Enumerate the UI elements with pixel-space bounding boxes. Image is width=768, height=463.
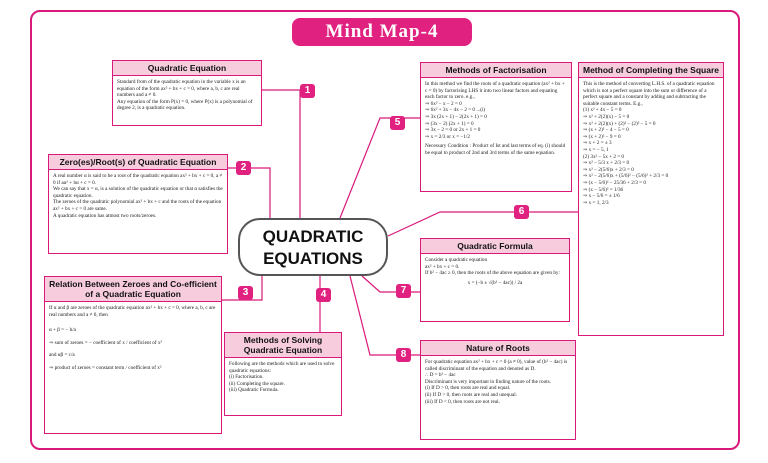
badge-number-3: 3 (238, 286, 253, 300)
box-zeroes-roots: Zero(es)/Root(s) of Quadratic Equation A… (48, 154, 228, 254)
link-3 (222, 276, 263, 301)
link-5 (339, 117, 420, 219)
link-6 (387, 211, 578, 237)
box-heading: Relation Between Zeroes and Co-efficient… (45, 277, 221, 302)
badge-number-6: 6 (514, 205, 529, 219)
mind-map-title: Mind Map-4 (292, 18, 472, 46)
necessary-condition-note: Necessary Condition : Product of Ist and… (425, 143, 566, 156)
box-body: A real number α is said to be a root of … (53, 173, 223, 219)
box-body: In this method we find the roots of a qu… (425, 81, 565, 140)
quadratic-formula-equation: x = (−b ± √(b² − 4ac)) / 2a (467, 279, 523, 286)
central-topic-line1: QUADRATIC (262, 227, 364, 246)
box-body: Consider a quadratic equation ax² + bx +… (425, 257, 560, 277)
box-body: For quadratic equation ax² + bx + c = 0 … (425, 359, 568, 405)
central-topic-line2: EQUATIONS (263, 249, 363, 268)
link-7 (361, 275, 420, 293)
box-heading: Nature of Roots (421, 341, 575, 356)
box-relation-zeroes-coefficients: Relation Between Zeroes and Co-efficient… (44, 276, 222, 434)
badge-number-4: 4 (316, 288, 331, 302)
box-heading: Method of Completing the Square (579, 63, 723, 78)
box-body: Following are the methods which are used… (229, 361, 335, 394)
box-completing-the-square: Method of Completing the Square This is … (578, 62, 724, 336)
badge-number-8: 8 (396, 348, 411, 362)
badge-number-1: 1 (300, 84, 315, 98)
box-nature-of-roots: Nature of Roots For quadratic equation a… (420, 340, 576, 440)
box-methods-of-solving: Methods of Solving Quadratic Equation Fo… (224, 332, 342, 416)
box-body: If α and β are zeroes of the quadratic e… (49, 305, 216, 318)
box-heading: Quadratic Equation (113, 61, 261, 76)
badge-number-5: 5 (390, 116, 405, 130)
central-topic: QUADRATIC EQUATIONS (238, 218, 388, 276)
box-heading: Methods of Solving Quadratic Equation (225, 333, 341, 358)
box-quadratic-equation: Quadratic Equation Standard from of the … (112, 60, 262, 126)
link-1 (262, 89, 301, 218)
product-of-zeroes-statement: ⇒ product of zeroes = constant term / co… (49, 364, 162, 371)
box-heading: Methods of Factorisation (421, 63, 571, 78)
badge-number-7: 7 (396, 284, 411, 298)
box-methods-of-factorisation: Methods of Factorisation In this method … (420, 62, 572, 192)
product-of-zeroes-formula: and αβ = c/a (49, 352, 75, 359)
sum-of-zeroes-statement: ⇒ sum of zeroes = − coefficient of x / c… (49, 339, 162, 346)
box-body: Standard from of the quadratic equation … (117, 79, 253, 112)
box-quadratic-formula: Quadratic Formula Consider a quadratic e… (420, 238, 570, 322)
box-heading: Quadratic Formula (421, 239, 569, 254)
sum-of-zeroes-formula: α + β = − b/a (49, 327, 76, 334)
badge-number-2: 2 (236, 161, 251, 175)
box-body: This is the method of converting L.H.S. … (583, 81, 715, 206)
box-heading: Zero(es)/Root(s) of Quadratic Equation (49, 155, 227, 170)
